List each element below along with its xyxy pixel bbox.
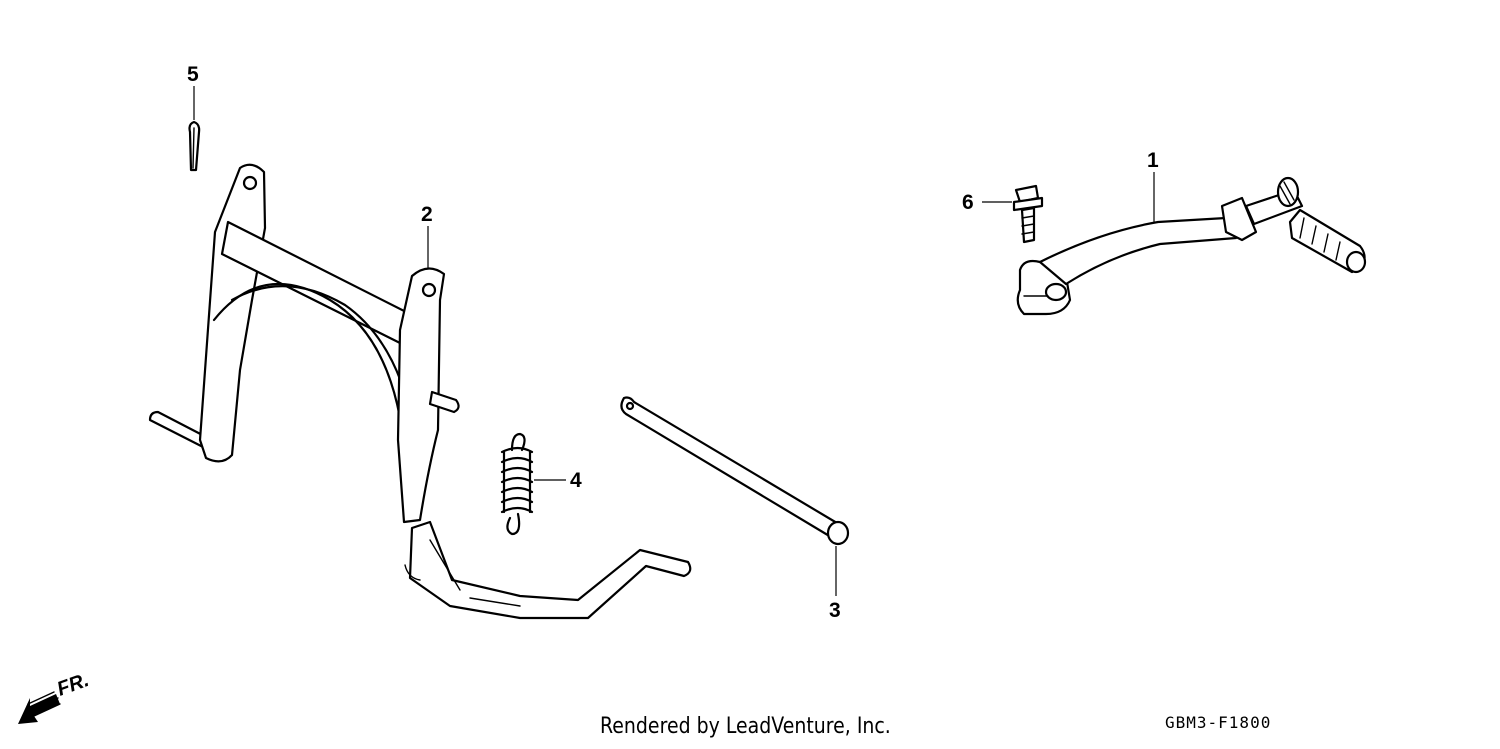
callout-3[interactable]: 3: [829, 599, 841, 622]
diagram-code: GBM3-F1800: [1165, 713, 1272, 732]
callout-4[interactable]: 4: [570, 469, 582, 492]
render-credit: Rendered by LeadVenture, Inc.: [600, 714, 891, 739]
main-stand-part[interactable]: [148, 163, 692, 620]
cotter-pin-part[interactable]: [188, 120, 201, 172]
stand-spring-part[interactable]: [500, 432, 534, 536]
kick-starter-arm-part[interactable]: [1016, 176, 1367, 316]
front-direction-label: FR.: [54, 669, 92, 701]
flange-bolt-part[interactable]: [1012, 184, 1044, 244]
front-direction-arrow-icon: [18, 691, 61, 724]
pivot-shaft-part[interactable]: [620, 396, 850, 546]
callout-1[interactable]: 1: [1147, 149, 1159, 172]
callout-6[interactable]: 6: [962, 191, 974, 214]
callout-5[interactable]: 5: [187, 63, 199, 86]
callout-2[interactable]: 2: [421, 203, 433, 226]
